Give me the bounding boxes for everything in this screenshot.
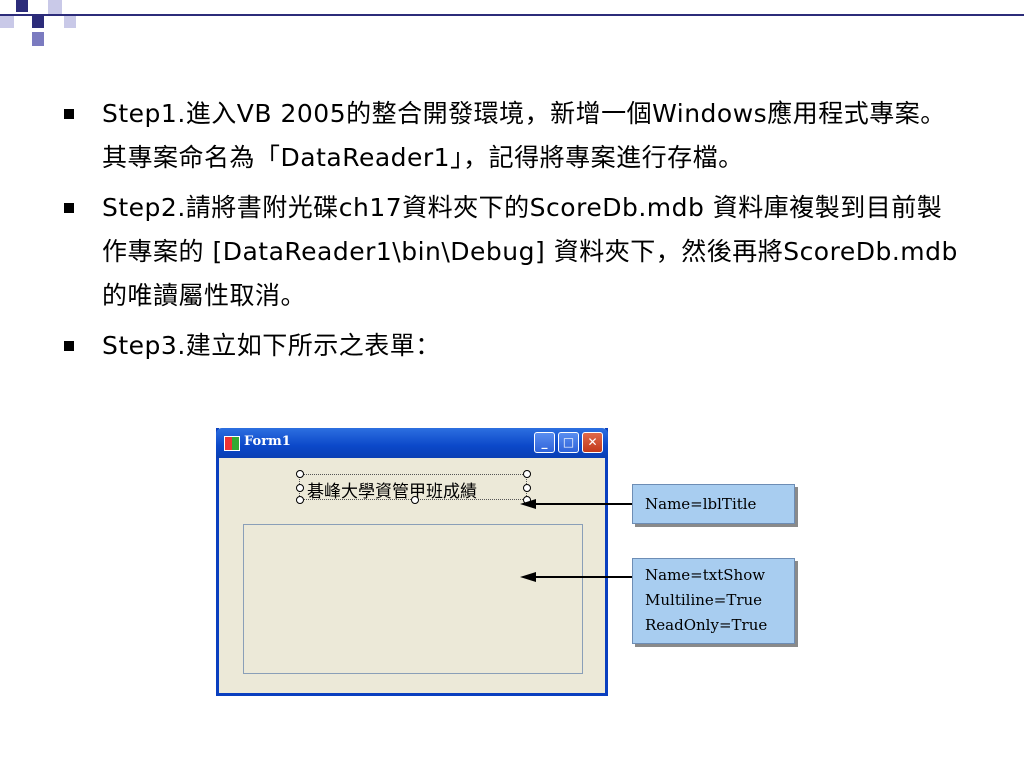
window-titlebar[interactable]: Form1 _ □ ✕ [216,428,608,458]
callout-line: Name=txtShow [645,566,766,584]
deco-square [0,16,14,28]
minimize-button[interactable]: _ [534,432,555,453]
resize-handle-icon[interactable] [523,484,531,492]
header-rule [0,14,1024,16]
window-title: Form1 [244,434,291,449]
callout-line: ReadOnly=True [645,616,768,634]
bullet-step3: Step3.建立如下所示之表單： [60,324,960,368]
deco-square [32,32,44,46]
close-button[interactable]: ✕ [582,432,603,453]
txt-show[interactable] [243,524,583,674]
deco-square [32,16,44,28]
bullet-marker-icon [64,341,74,351]
deco-square [48,0,62,14]
resize-handle-icon[interactable] [523,470,531,478]
bullet-marker-icon [64,203,74,213]
bullet-marker-icon [64,109,74,119]
callout-txtshow: Name=txtShow Multiline=True ReadOnly=Tru… [632,558,795,644]
lbl-title[interactable]: 碁峰大學資管甲班成績 [307,482,477,502]
callout-line: Name=lblTitle [645,495,757,513]
deco-square [64,16,76,28]
bullet-text: Step2.請將書附光碟ch17資料夾下的ScoreDb.mdb 資料庫複製到目… [102,193,958,310]
arrow-to-label [536,503,632,505]
arrow-head-icon [520,572,536,582]
bullet-step1: Step1.進入VB 2005的整合開發環境，新增一個Windows應用程式專案… [60,92,960,180]
resize-handle-icon[interactable] [296,484,304,492]
bullet-list: Step1.進入VB 2005的整合開發環境，新增一個Windows應用程式專案… [60,92,960,374]
resize-handle-icon[interactable] [411,496,419,504]
resize-handle-icon[interactable] [296,496,304,504]
callout-line: Multiline=True [645,591,763,609]
maximize-button[interactable]: □ [558,432,579,453]
deco-square [16,0,28,12]
form-window: Form1 _ □ ✕ 碁峰大學資管甲班成績 [216,428,608,696]
resize-handle-icon[interactable] [296,470,304,478]
bullet-text: Step3.建立如下所示之表單： [102,331,441,360]
bullet-step2: Step2.請將書附光碟ch17資料夾下的ScoreDb.mdb 資料庫複製到目… [60,186,960,318]
form-icon [224,436,240,451]
arrow-to-textbox [536,576,632,578]
bullet-text: Step1.進入VB 2005的整合開發環境，新增一個Windows應用程式專案… [102,99,946,172]
callout-lbltitle: Name=lblTitle [632,484,795,524]
arrow-head-icon [520,499,536,509]
